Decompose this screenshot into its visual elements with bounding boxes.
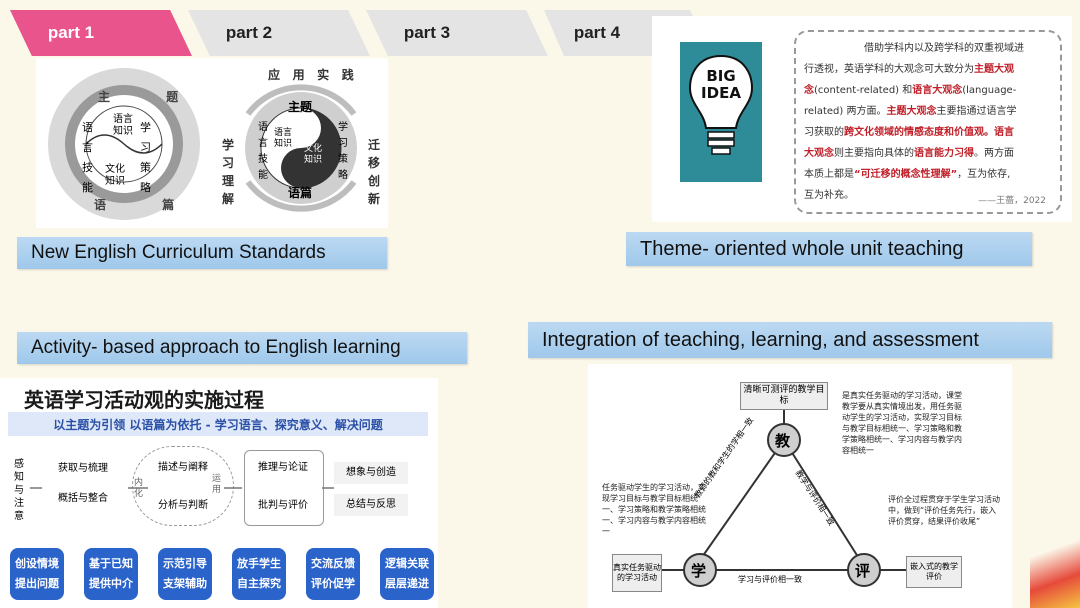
learning-activity-box: 真实任务驱动的学习活动 (612, 554, 662, 592)
tab-label: part 1 (47, 23, 95, 42)
left-note: 任务驱动学生的学习活动，实现学习目标与教学目标相统一、学习策略和教学策略相统一、… (602, 483, 706, 536)
stage-apply: 运用 (212, 474, 222, 495)
caption-standards: New English Curriculum Standards (17, 237, 387, 269)
teaching-assessment-panel: 教 学 评 清晰可测评的教学目标 真实任务驱动的学习活动 嵌入式的教学评价 教师… (588, 364, 1012, 608)
bottom-side-label: 学习与评价相一致 (738, 575, 802, 584)
stage-reason: 推理与论证 (258, 462, 308, 473)
circle2-theme: 主题 (288, 100, 313, 114)
stage-critique: 批判与评价 (258, 500, 308, 511)
arc-transfer-create: 迁移创新 (368, 138, 381, 206)
circle1-skills: 语言技能 (82, 121, 93, 194)
node-learn: 学 (691, 562, 707, 580)
triangle-diagram (658, 410, 906, 587)
caption-integration: Integration of teaching, learning, and a… (528, 322, 1052, 358)
top-right-note: 是真实任务驱动的学习活动，课堂教学要从真实情境出发，用任务驱动学生的学习活动，实… (842, 391, 962, 455)
curriculum-diagram-panel: 主 题 语 篇 语言知识 文化知识 语言技能 学习策略 应 用 实 践 学习理解… (36, 58, 388, 228)
caption-activity: Activity- based approach to English lear… (17, 332, 467, 364)
arc-learn-understand: 学习理解 (222, 138, 235, 206)
strategy-student-explore: 放手学生自主探究 (232, 548, 286, 600)
decorative-corner (1030, 540, 1080, 608)
arc-apply-practice: 应 用 实 践 (268, 68, 354, 82)
circle1-culture-knowledge: 文化知识 (105, 164, 125, 187)
caption-theme: Theme- oriented whole unit teaching (626, 232, 1032, 266)
node-assess: 评 (855, 562, 871, 580)
activity-approach-panel: 英语学习活动观的实施过程 以主题为引领 以语篇为依托 - 学习语言、探究意义、解… (0, 378, 438, 608)
stage-perception: 感知与注意 (14, 459, 24, 522)
stage-acquire: 获取与梳理 (42, 458, 124, 480)
tab-part-1[interactable]: part 1 (10, 10, 192, 56)
stage-summarize: 概括与整合 (42, 488, 124, 510)
stage-analyze: 分析与判断 (158, 500, 208, 511)
strategy-feedback: 交流反馈评价促学 (306, 548, 360, 600)
big-idea-quote: 借助学科内以及跨学科的双重视域进 行透视，英语学科的大观念可大致分为主题大观 念… (794, 30, 1062, 214)
circle1-text: 语 篇 (94, 198, 201, 212)
internalize-ellipse (132, 446, 234, 526)
strategy-logical-progression: 逻辑关联层层递进 (380, 548, 434, 600)
tab-part-2[interactable]: part 2 (188, 10, 370, 56)
circle2-text: 语篇 (288, 186, 313, 200)
tab-label: part 3 (403, 23, 451, 42)
tab-part-3[interactable]: part 3 (366, 10, 548, 56)
strategy-create-context: 创设情境提出问题 (10, 548, 64, 600)
circle1-theme: 主 题 (98, 90, 205, 104)
circle2-culture-knowledge: 文化知识 (304, 144, 323, 165)
curriculum-circle-diagram (48, 68, 200, 220)
stage-imagine: 想象与创造 (334, 462, 408, 484)
circle1-strategies: 学习策略 (140, 121, 151, 194)
node-teach: 教 (775, 432, 791, 450)
lightbulb-icon (680, 42, 762, 182)
strategy-build-on-known: 基于已知提供中介 (84, 548, 138, 600)
strategy-model-guide: 示范引导支架辅助 (158, 548, 212, 600)
activity-subtitle: 以主题为引领 以语篇为依托 - 学习语言、探究意义、解决问题 (8, 412, 428, 436)
activity-title: 英语学习活动观的实施过程 (24, 388, 264, 412)
core-competency-circle-diagram (245, 84, 357, 212)
teaching-goal-box: 清晰可测评的教学目标 (740, 382, 828, 410)
circle1-language-knowledge: 语言知识 (113, 114, 133, 137)
stage-reflect: 总结与反思 (334, 494, 408, 516)
flow-arrows (30, 487, 334, 489)
circle2-skills: 语言技能 (258, 122, 268, 181)
circle2-language-knowledge: 语言知识 (274, 128, 293, 149)
tab-label: part 4 (573, 23, 621, 42)
stage-describe: 描述与阐释 (158, 462, 208, 473)
right-note: 评价全过程贯穿于学生学习活动中，做到“评价任务先行，嵌入评价贯穿，结果评价收尾” (888, 495, 1000, 526)
tab-label: part 2 (225, 23, 273, 42)
circle2-strategies: 学习策略 (338, 122, 348, 181)
embedded-assessment-box: 嵌入式的教学评价 (906, 556, 962, 588)
